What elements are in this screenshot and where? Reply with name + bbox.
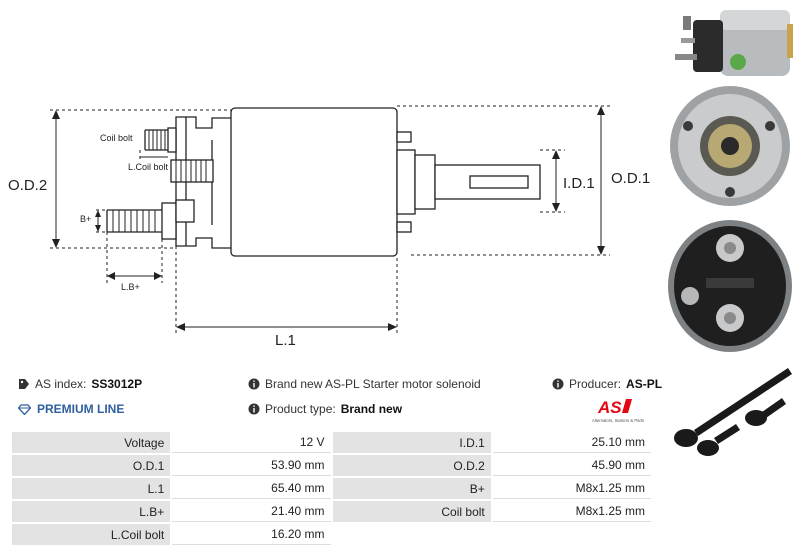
premium-line-badge: PREMIUM LINE (18, 402, 124, 416)
l1-label: L.1 (275, 332, 296, 349)
lb-plus-label: L.B+ (121, 282, 140, 292)
spec-value: 45.90 mm (492, 455, 651, 476)
producer-label: Producer: (569, 377, 622, 391)
spec-label: I.D.1 (332, 432, 491, 453)
spec-value: 21.40 mm (172, 501, 331, 522)
premium-line-text: PREMIUM LINE (37, 402, 125, 416)
od2-label: O.D.2 (8, 177, 47, 194)
empty-cell (332, 524, 491, 545)
tag-icon (19, 379, 29, 389)
spec-value: M8x1.25 mm (492, 478, 651, 499)
specifications-table: Voltage 12 V I.D.1 25.10 mm O.D.1 53.90 … (10, 430, 653, 547)
spec-label: L.B+ (12, 501, 171, 522)
spec-label: O.D.2 (332, 455, 491, 476)
spec-value: 12 V (172, 432, 331, 453)
spec-value: 16.20 mm (172, 524, 331, 545)
table-row: L.B+ 21.40 mm Coil bolt M8x1.25 mm (12, 501, 651, 522)
spec-label: Voltage (12, 432, 171, 453)
product-type-info: Product type: Brand new (248, 402, 402, 416)
product-photo-bolts (674, 368, 792, 456)
producer-value: AS-PL (626, 377, 663, 391)
table-row: L.Coil bolt 16.20 mm (12, 524, 651, 545)
id1-label: I.D.1 (563, 175, 595, 192)
coil-bolt-label: Coil bolt (100, 133, 133, 143)
product-type-label: Product type: (265, 402, 336, 416)
table-row: Voltage 12 V I.D.1 25.10 mm (12, 432, 651, 453)
logo-tagline: Alternators, Starters & Parts (592, 418, 644, 423)
info-icon (248, 378, 260, 390)
solenoid-technical-drawing: O.D.2 O.D.1 I.D.1 L.1 Coil bolt L.Coil b… (8, 105, 650, 349)
spec-value: 65.40 mm (172, 478, 331, 499)
table-row: L.1 65.40 mm B+ M8x1.25 mm (12, 478, 651, 499)
table-row: O.D.1 53.90 mm O.D.2 45.90 mm (12, 455, 651, 476)
spec-value: 53.90 mm (172, 455, 331, 476)
solenoid-body-outline (230, 107, 398, 257)
as-index-label: AS index: (35, 377, 87, 391)
b-plus-label: B+ (80, 214, 91, 224)
spec-value: 25.10 mm (492, 432, 651, 453)
product-photo-rear (668, 220, 792, 352)
spec-label: B+ (332, 478, 491, 499)
info-icon (248, 403, 260, 415)
product-type-value: Brand new (340, 402, 403, 416)
spec-label: L.Coil bolt (12, 524, 171, 545)
product-photo-side (665, 2, 795, 82)
spec-label: Coil bolt (332, 501, 491, 522)
od1-label: O.D.1 (611, 170, 650, 187)
as-index-value: SS3012P (91, 377, 143, 391)
product-photo-front (670, 86, 790, 206)
spec-value: M8x1.25 mm (492, 501, 651, 522)
producer-info: Producer: AS-PL (552, 377, 662, 391)
diamond-icon (18, 403, 31, 415)
as-pl-logo: AS Alternators, Starters & Parts (592, 398, 644, 423)
l-coil-bolt-label: L.Coil bolt (128, 162, 169, 172)
as-index-info: AS index: SS3012P (18, 377, 142, 391)
spec-label: L.1 (12, 478, 171, 499)
spec-label: O.D.1 (12, 455, 171, 476)
logo-mark: AS (597, 398, 622, 417)
description-text: Brand new AS-PL Starter motor solenoid (265, 377, 481, 391)
empty-cell (492, 524, 651, 545)
info-icon (552, 378, 564, 390)
description-info: Brand new AS-PL Starter motor solenoid (248, 377, 481, 391)
